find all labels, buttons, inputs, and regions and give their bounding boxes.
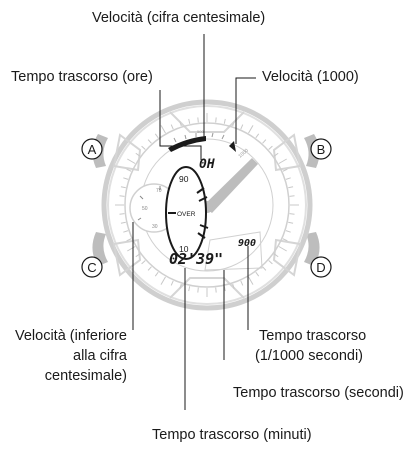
label-speed-below-1: Velocità (inferiore xyxy=(0,327,127,345)
bezel-tick xyxy=(216,117,217,122)
button-b-label: B xyxy=(317,142,326,157)
bezel-tick xyxy=(216,288,217,293)
bezel-tick xyxy=(198,117,199,122)
bezel-tick xyxy=(198,288,199,293)
oval-over: OVER xyxy=(177,211,196,218)
label-elapsed-seconds: Tempo trascorso (secondi) xyxy=(233,384,404,402)
bezel-tick xyxy=(290,214,295,215)
button-c-label: C xyxy=(87,260,96,275)
label-elapsed-ms-2: (1/1000 secondi) xyxy=(255,347,363,365)
bezel-tick xyxy=(290,196,295,197)
label-elapsed-ms-1: Tempo trascorso xyxy=(259,327,366,345)
button-b[interactable]: B xyxy=(311,139,331,159)
label-elapsed-minutes: Tempo trascorso (minuti) xyxy=(152,426,312,444)
svg-text:50: 50 xyxy=(142,206,148,212)
button-a[interactable]: A xyxy=(82,139,102,159)
label-speed-below-2: alla cifra xyxy=(0,347,127,365)
bezel-tick xyxy=(119,214,124,215)
button-d-label: D xyxy=(316,260,325,275)
time-display: 02'39" xyxy=(169,250,223,268)
button-c[interactable]: C xyxy=(82,257,102,277)
bezel-500-text: 500 xyxy=(197,129,204,134)
button-a-label: A xyxy=(88,142,97,157)
bezel-tick xyxy=(119,196,124,197)
svg-text:30: 30 xyxy=(152,224,158,230)
svg-text:70: 70 xyxy=(156,188,162,194)
label-speed-1000: Velocità (1000) xyxy=(262,68,359,86)
oval-90: 90 xyxy=(179,174,189,184)
button-d[interactable]: D xyxy=(311,257,331,277)
label-speed-hundreds: Velocità (cifra centesimale) xyxy=(92,9,265,27)
ms-display: 900 xyxy=(238,238,256,249)
label-speed-below-3: centesimale) xyxy=(0,367,127,385)
label-elapsed-hours: Tempo trascorso (ore) xyxy=(11,68,153,86)
